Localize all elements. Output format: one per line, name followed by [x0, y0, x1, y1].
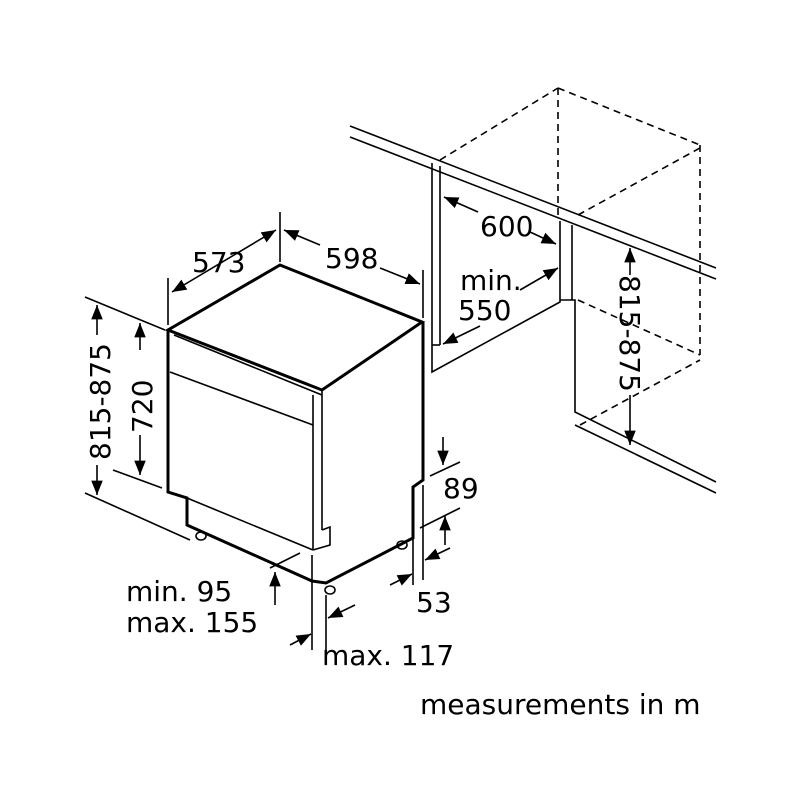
niche-depth-label: 550	[458, 294, 511, 327]
dimension-lines	[84, 196, 636, 650]
dishwasher-body	[164, 263, 426, 595]
foot-max-label: max. 117	[322, 639, 454, 672]
width-label: 598	[325, 242, 378, 275]
niche-height-label: 815-875	[613, 275, 646, 392]
units-footer: measurements in m	[420, 688, 701, 721]
plinth-height-min-label: min. 95	[126, 575, 232, 608]
foot-icon	[324, 585, 336, 595]
niche-depth-min-word: min.	[460, 264, 522, 297]
foot-icon	[195, 531, 207, 541]
depth-label: 573	[192, 246, 245, 279]
foot-icon	[396, 540, 408, 550]
plinth-recess-label: 89	[443, 472, 479, 505]
body-height-label: 720	[126, 380, 159, 433]
plinth-height-max-label: max. 155	[126, 606, 258, 639]
total-height-label: 815-875	[84, 343, 117, 460]
kitchen-niche	[349, 87, 717, 494]
plinth-depth-label: 53	[416, 586, 452, 619]
niche-width-label: 600	[480, 210, 533, 243]
